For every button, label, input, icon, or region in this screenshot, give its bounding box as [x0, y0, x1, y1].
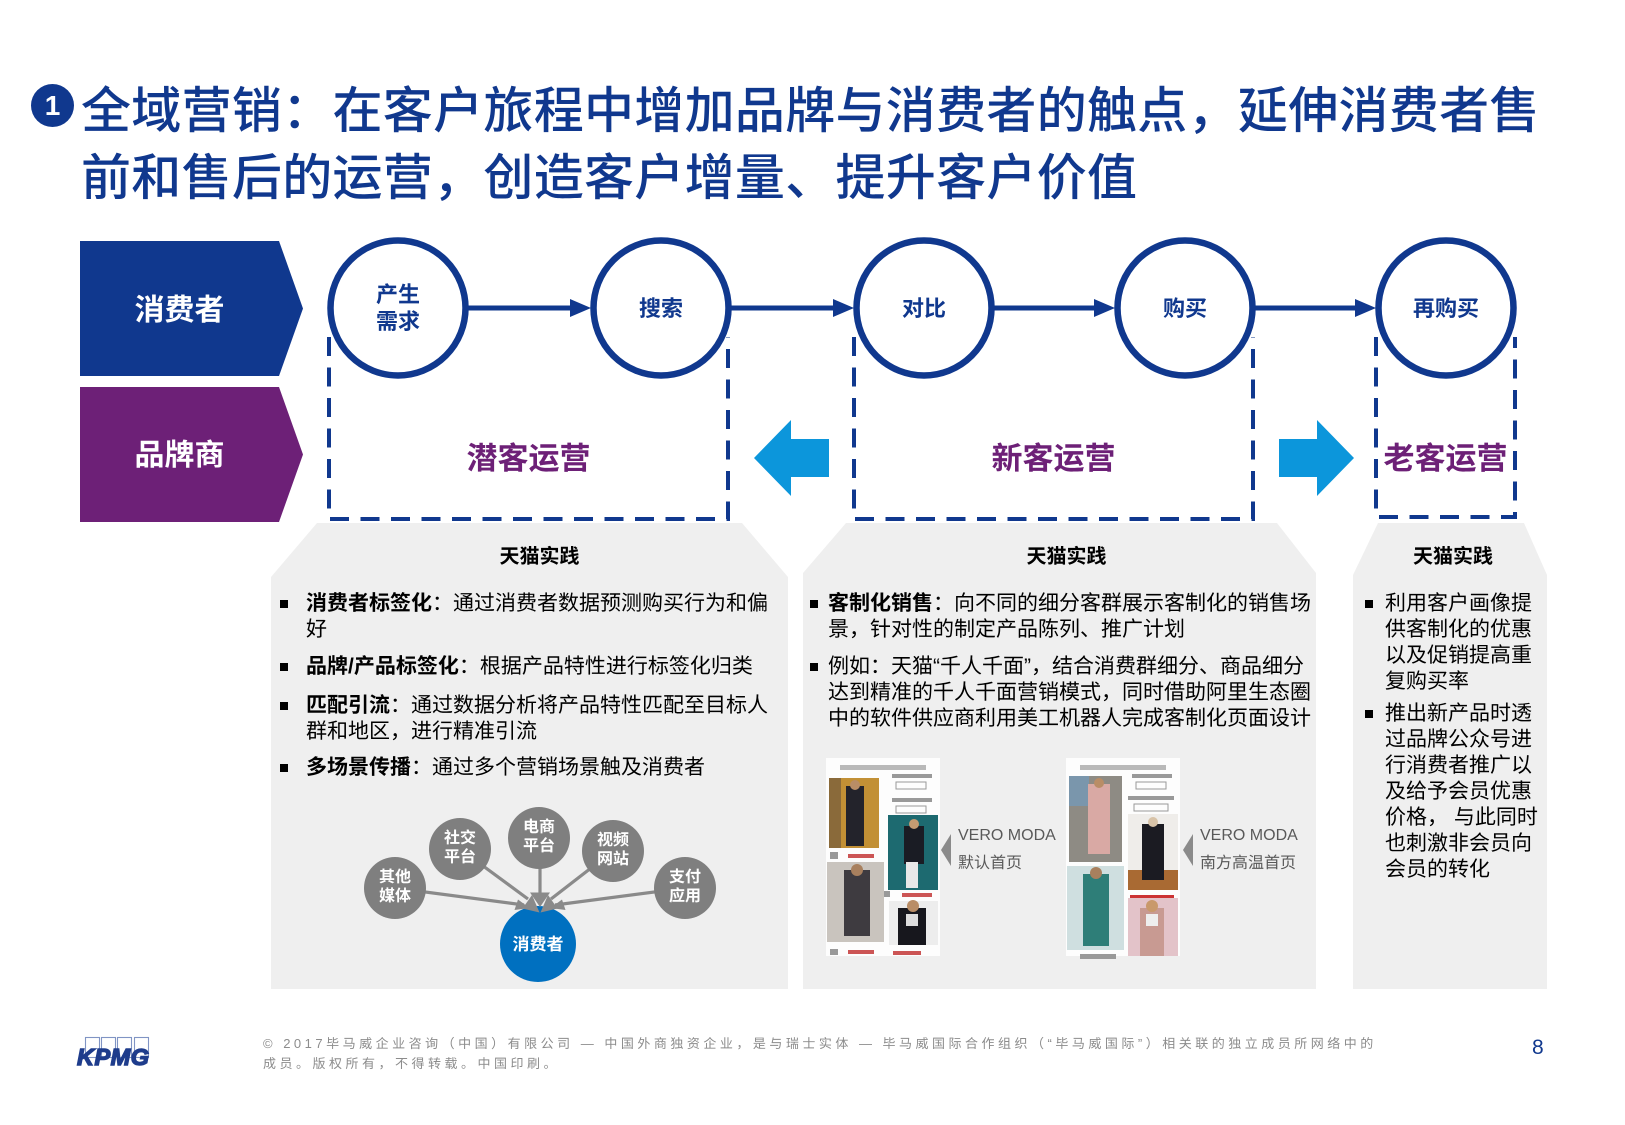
svg-text:KPMG: KPMG	[77, 1044, 150, 1070]
